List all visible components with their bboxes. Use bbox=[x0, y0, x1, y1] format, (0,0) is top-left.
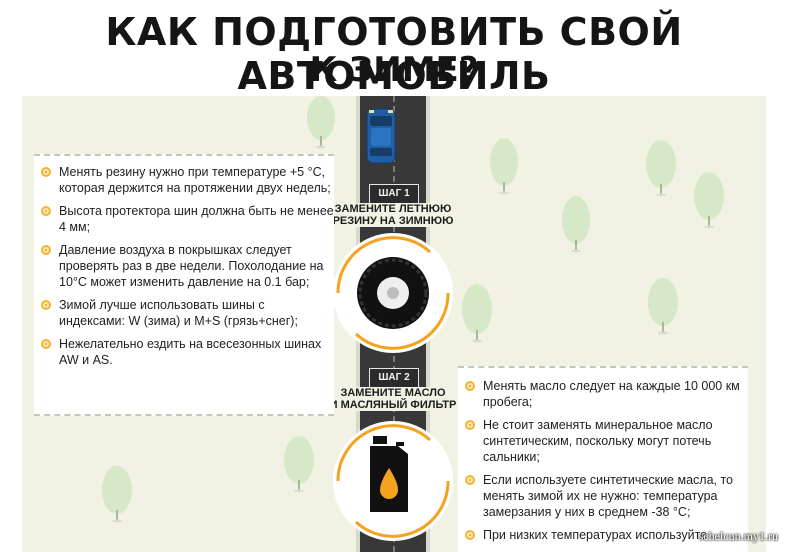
step-2-badge: ШАГ 2 bbox=[369, 368, 419, 388]
title-line-1: КАК ПОДГОТОВИТЬ СВОЙ АВТОМОБИЛЬ bbox=[105, 10, 683, 98]
tree-icon bbox=[284, 436, 314, 493]
tree-icon bbox=[307, 96, 335, 149]
infographic-title: КАК ПОДГОТОВИТЬ СВОЙ АВТОМОБИЛЬ К ЗИМЕ? bbox=[0, 0, 788, 98]
bullet-icon bbox=[41, 245, 51, 255]
list-item: Зимой лучше использовать шины с индексам… bbox=[34, 297, 334, 329]
bullet-icon bbox=[465, 381, 475, 391]
tires-tips-panel: Менять резину нужно при температуре +5 °… bbox=[34, 154, 334, 416]
bullet-icon bbox=[465, 530, 475, 540]
oil-tips-panel: Менять масло следует на каждые 10 000 км… bbox=[458, 366, 748, 552]
tree-icon bbox=[562, 196, 590, 253]
oil-tips-list: Менять масло следует на каждые 10 000 км… bbox=[458, 378, 748, 543]
tires-tips-list: Менять резину нужно при температуре +5 °… bbox=[34, 164, 334, 368]
title-line-2: К ЗИМЕ? bbox=[309, 50, 479, 90]
list-item: Не стоит заменять минеральное масло синт… bbox=[458, 417, 748, 465]
bullet-icon bbox=[41, 300, 51, 310]
tire-icon bbox=[333, 233, 453, 353]
bullet-icon bbox=[41, 339, 51, 349]
watermark: schelcun.my1.ru bbox=[698, 529, 778, 543]
oil-canister-icon bbox=[333, 421, 453, 541]
car-icon bbox=[366, 108, 396, 164]
bullet-icon bbox=[41, 206, 51, 216]
list-item: Менять масло следует на каждые 10 000 км… bbox=[458, 378, 748, 410]
tree-icon bbox=[462, 284, 492, 343]
tree-icon bbox=[490, 138, 518, 195]
step-1-title: ЗАМЕНИТЕ ЛЕТНЮЮ РЕЗИНУ НА ЗИМНЮЮ bbox=[323, 203, 463, 227]
list-item: Высота протектора шин должна быть не мен… bbox=[34, 203, 334, 235]
list-item: При низких температурах используйте bbox=[458, 527, 748, 543]
list-item: Нежелательно ездить на всесезонных шинах… bbox=[34, 336, 334, 368]
tree-icon bbox=[102, 466, 132, 523]
tree-icon bbox=[694, 172, 724, 229]
bullet-icon bbox=[465, 420, 475, 430]
bullet-icon bbox=[41, 167, 51, 177]
tree-icon bbox=[648, 278, 678, 335]
list-item: Если используете синтетические масла, то… bbox=[458, 472, 748, 520]
tree-icon bbox=[646, 140, 676, 197]
list-item: Менять резину нужно при температуре +5 °… bbox=[34, 164, 334, 196]
bullet-icon bbox=[465, 475, 475, 485]
step-1-badge: ШАГ 1 bbox=[369, 184, 419, 204]
step-2-title: ЗАМЕНИТЕ МАСЛО И МАСЛЯНЫЙ ФИЛЬТР bbox=[323, 387, 463, 411]
list-item: Давление воздуха в покрышках следует про… bbox=[34, 242, 334, 290]
